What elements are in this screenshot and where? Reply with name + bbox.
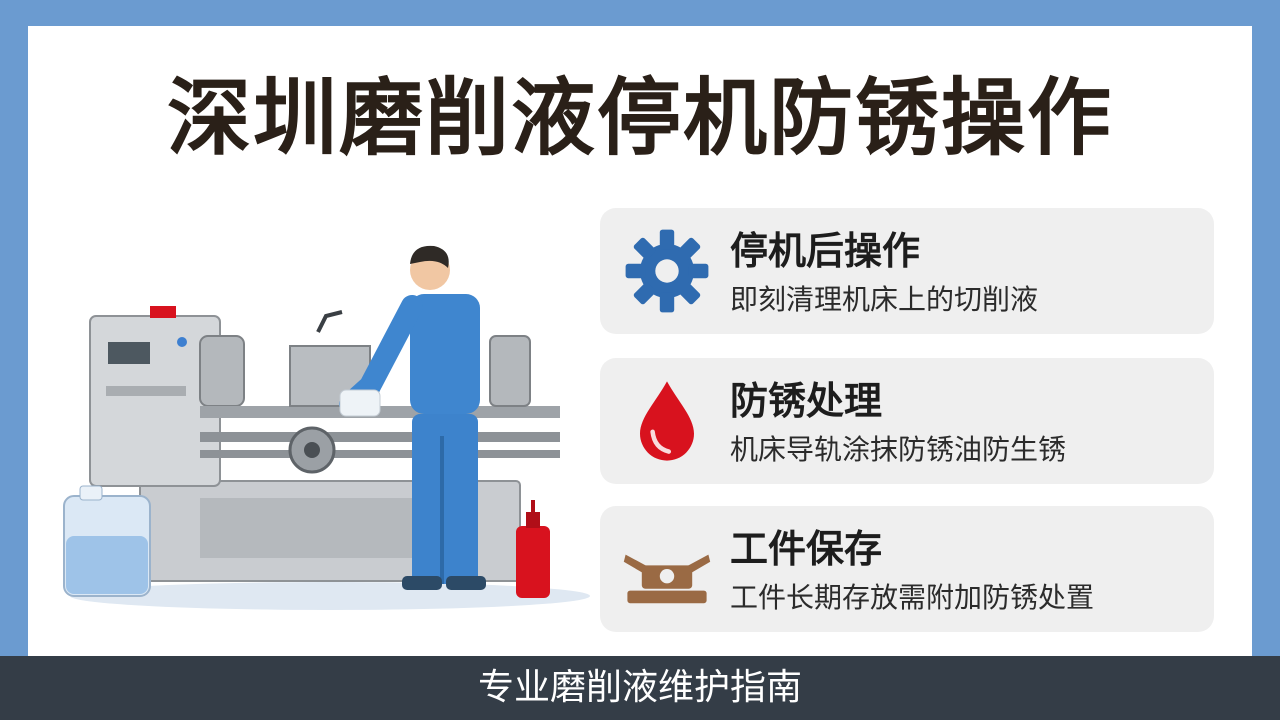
step-title: 防锈处理 bbox=[730, 379, 883, 423]
oil-drop-icon bbox=[640, 381, 694, 461]
workpiece-icon bbox=[623, 554, 711, 604]
step-description: 即刻清理机床上的切削液 bbox=[730, 283, 1039, 316]
step-title: 工件保存 bbox=[730, 527, 883, 571]
step-title: 停机后操作 bbox=[730, 229, 921, 273]
step-description: 工件长期存放需附加防锈处置 bbox=[730, 581, 1095, 614]
gear-icon bbox=[625, 229, 709, 313]
step-panel-rust-prevention: 防锈处理 机床导轨涂抹防锈油防生锈 bbox=[600, 358, 1214, 484]
lathe-worker-illustration bbox=[63, 245, 590, 610]
step-panel-shutdown: 停机后操作 即刻清理机床上的切削液 bbox=[600, 208, 1214, 334]
step-panel-workpiece-storage: 工件保存 工件长期存放需附加防锈处置 bbox=[600, 506, 1214, 632]
page-title: 深圳磨削液停机防锈操作 bbox=[166, 69, 1113, 167]
subtitle-caption: 专业磨削液维护指南 bbox=[477, 667, 802, 708]
step-description: 机床导轨涂抹防锈油防生锈 bbox=[730, 433, 1067, 466]
caption-bar bbox=[0, 656, 1280, 720]
